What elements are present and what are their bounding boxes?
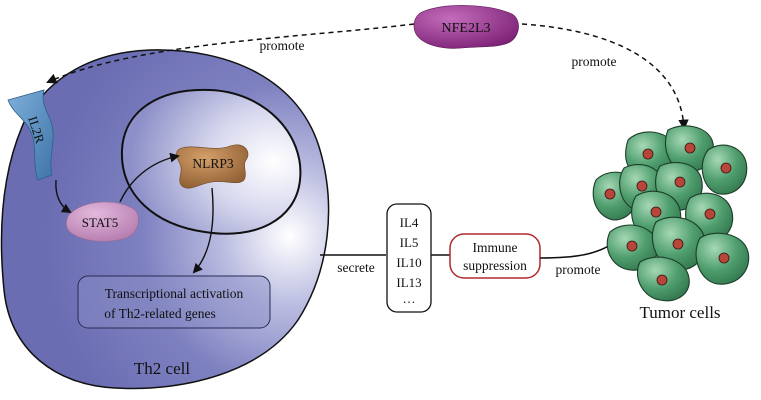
transcription-box [77, 275, 271, 329]
promote-left-label: promote [260, 38, 305, 53]
tumor-nucleus [604, 188, 616, 200]
promote-right-label: promote [572, 54, 617, 69]
il2r-receptor [7, 89, 54, 181]
immune-label-line2: suppression [463, 258, 527, 273]
tumor-nucleus [672, 238, 684, 250]
cytokine-il10: IL10 [396, 255, 421, 270]
tumor-nucleus [650, 206, 662, 218]
transcription-label-line2: of Th2-related genes [104, 306, 215, 321]
transcription-label-line1: Transcriptional activation [105, 286, 244, 301]
cytokine-ellipsis: … [403, 291, 416, 306]
arrow-immune-to-tumor [539, 238, 620, 259]
secrete-label: secrete [337, 260, 374, 275]
immune-suppression-box [449, 233, 541, 279]
tumor-cells-label: Tumor cells [639, 303, 720, 322]
immune-label-line1: Immune [473, 240, 518, 255]
nlrp3-label: NLRP3 [192, 156, 234, 171]
arrow-stat5-to-nlrp3 [119, 152, 180, 203]
tumor-nucleus [674, 176, 686, 188]
nfe2l3-label: NFE2L3 [442, 21, 491, 36]
tumor-nucleus [642, 148, 654, 160]
tumor-nucleus [656, 274, 668, 286]
promote-bottom-label: promote [556, 262, 601, 277]
arrow-nfe2l3-to-il2r [46, 23, 415, 84]
arrow-il2r-to-stat5 [55, 179, 72, 214]
tumor-nucleus [718, 252, 730, 264]
tumor-nucleus [636, 180, 648, 192]
stat5-protein [66, 201, 139, 242]
cytokine-il13: IL13 [396, 275, 421, 290]
th2-cell-label: Th2 cell [134, 359, 190, 378]
tumor-nucleus [720, 162, 732, 174]
cytokine-il5: IL5 [400, 235, 419, 250]
nfe2l3-protein [413, 5, 519, 49]
tumor-nucleus [626, 240, 638, 252]
stat5-label: STAT5 [82, 215, 119, 230]
cytokine-il4: IL4 [400, 215, 419, 230]
tumor-cluster [592, 125, 750, 302]
arrow-nfe2l3-to-tumor [521, 23, 689, 131]
nlrp3-protein [176, 144, 249, 189]
tumor-nuclei [604, 142, 732, 286]
tumor-nucleus [684, 142, 696, 154]
cytokine-box [386, 203, 432, 313]
tumor-nucleus [704, 208, 716, 220]
arrow-nlrp3-to-genes [192, 187, 214, 274]
